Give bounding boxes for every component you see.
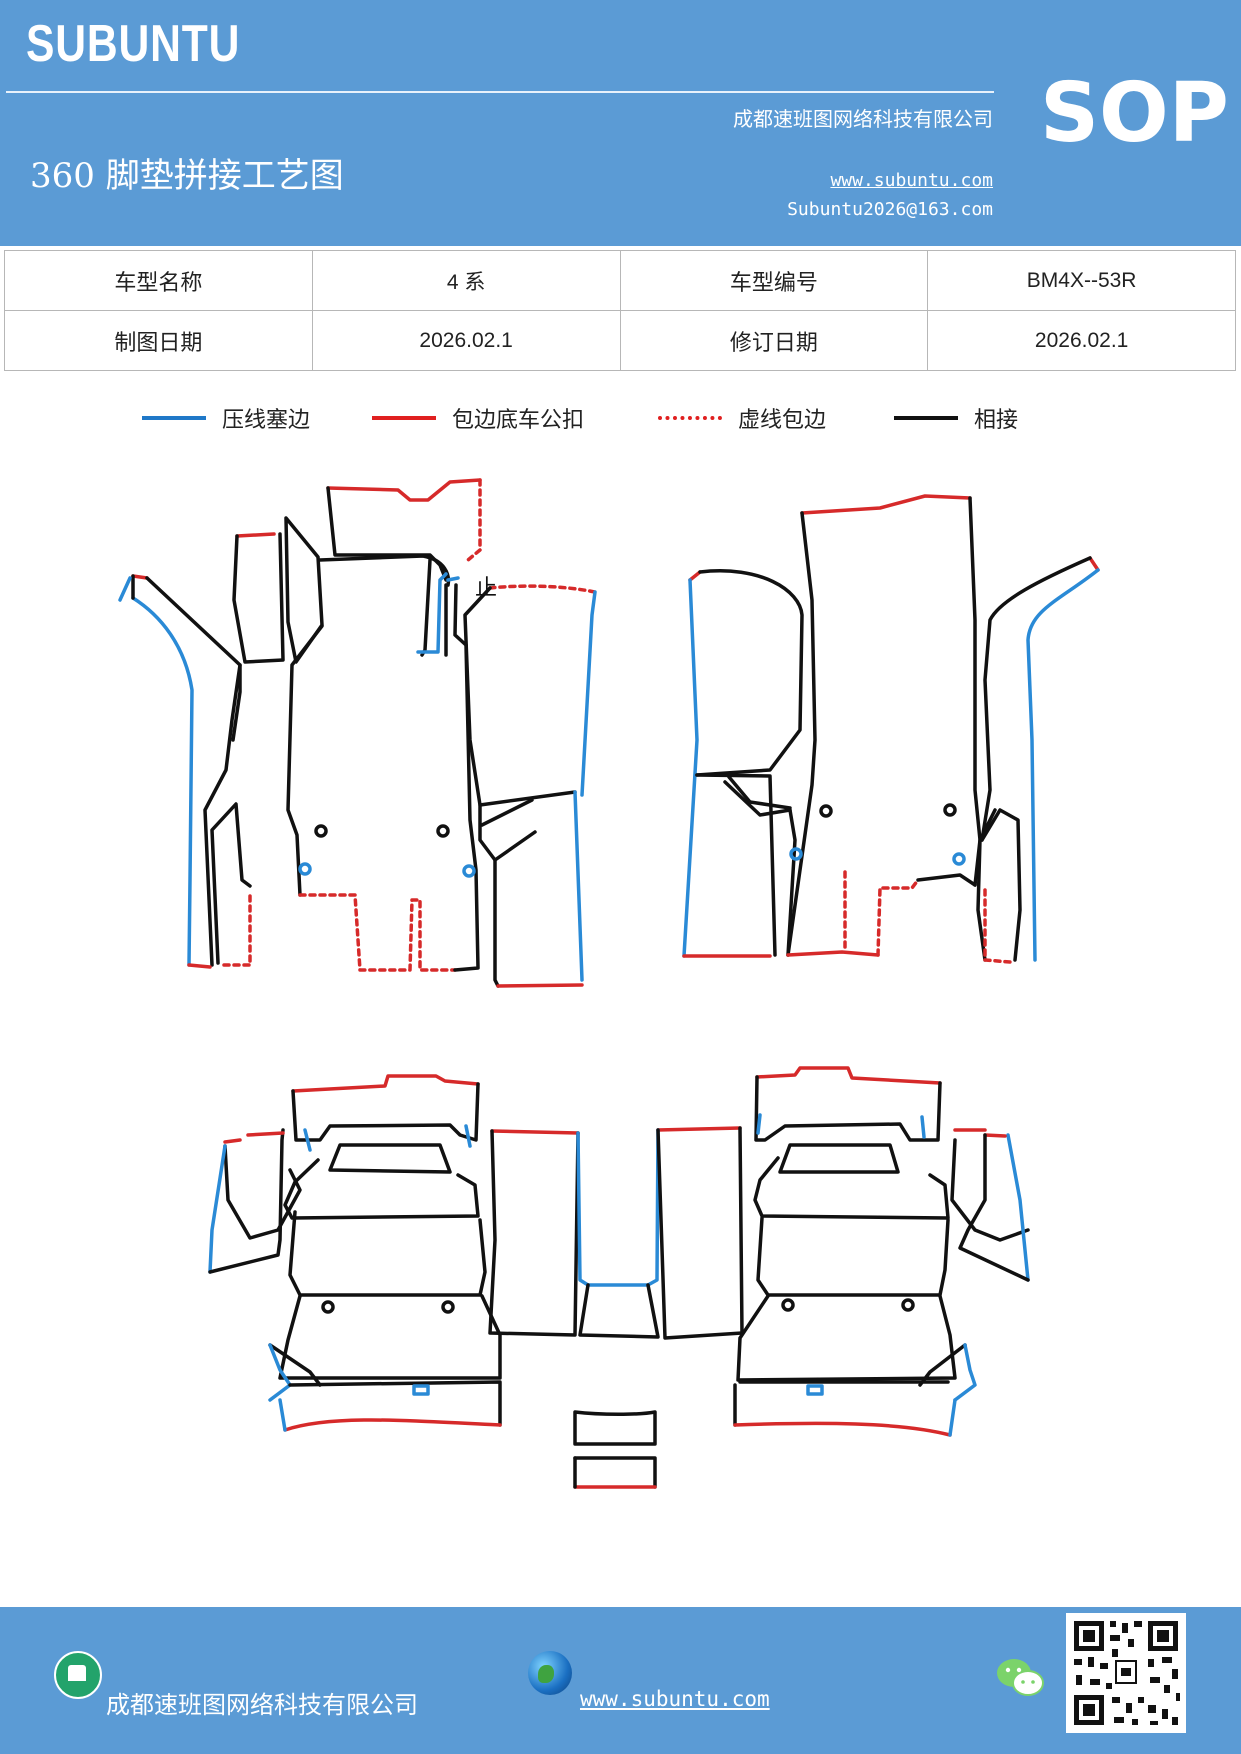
header-banner: SUBUNTU 成都速班图网络科技有限公司 360 脚垫拼接工艺图 www.su… — [0, 0, 1241, 246]
footer-website-link[interactable]: www.subuntu.com — [580, 1687, 770, 1711]
front-left-mat: 止 — [118, 478, 597, 988]
legend-swatch-blue — [142, 416, 206, 420]
legend-item: 包边底车公扣 — [372, 402, 584, 434]
legend-swatch-red — [372, 416, 436, 420]
header-website-link[interactable]: www.subuntu.com — [830, 170, 993, 191]
rear-center-mat — [488, 1126, 744, 1489]
building-icon — [54, 1651, 102, 1699]
draw-date-label: 制图日期 — [4, 310, 313, 371]
model-code-value: BM4X--53R — [927, 250, 1236, 311]
revision-date-value: 2026.02.1 — [927, 310, 1236, 371]
legend-swatch-black — [894, 416, 958, 420]
rear-left-mat — [208, 1074, 502, 1432]
footer-company: 成都速班图网络科技有限公司 — [106, 1691, 418, 1719]
legend-label: 包边底车公扣 — [452, 408, 585, 433]
stop-mark: 止 — [475, 576, 497, 601]
legend-label: 相接 — [974, 408, 1019, 433]
front-right-mat — [682, 494, 1100, 964]
legend-label: 压线塞边 — [222, 408, 311, 433]
model-name-label: 车型名称 — [4, 250, 313, 311]
line-legend: 压线塞边 包边底车公扣 虚线包边 相接 — [0, 400, 1241, 440]
page-title: 360 脚垫拼接工艺图 — [30, 156, 344, 196]
model-name-value: 4 系 — [311, 250, 621, 311]
legend-swatch-red-dotted — [658, 416, 722, 420]
legend-item: 相接 — [894, 402, 1018, 434]
info-table: 车型名称 4 系 车型编号 BM4X--53R 制图日期 2026.02.1 修… — [4, 250, 1236, 371]
table-row: 制图日期 2026.02.1 修订日期 2026.02.1 — [4, 310, 1236, 371]
rear-right-mat — [733, 1066, 1030, 1437]
revision-date-label: 修订日期 — [619, 310, 929, 371]
header-company: 成都速班图网络科技有限公司 — [733, 107, 993, 131]
floor-mat-diagram: .k { stroke: #111; stroke-width: 3.5; } … — [118, 478, 1100, 1489]
sop-badge: SOP — [1040, 66, 1229, 161]
header-email[interactable]: Subuntu2026@163.com — [787, 199, 993, 220]
legend-label: 虚线包边 — [738, 408, 827, 433]
header-divider — [6, 91, 994, 93]
globe-icon — [528, 1651, 572, 1695]
model-code-label: 车型编号 — [619, 250, 929, 311]
legend-item: 压线塞边 — [142, 402, 310, 434]
qr-code — [1066, 1613, 1186, 1733]
draw-date-value: 2026.02.1 — [311, 310, 621, 371]
table-row: 车型名称 4 系 车型编号 BM4X--53R — [4, 250, 1236, 311]
legend-item: 虚线包边 — [658, 402, 826, 434]
brand-logo: SUBUNTU — [26, 15, 241, 73]
footer-banner: 成都速班图网络科技有限公司 www.subuntu.com — [0, 1607, 1241, 1754]
wechat-icon[interactable] — [996, 1657, 1044, 1699]
